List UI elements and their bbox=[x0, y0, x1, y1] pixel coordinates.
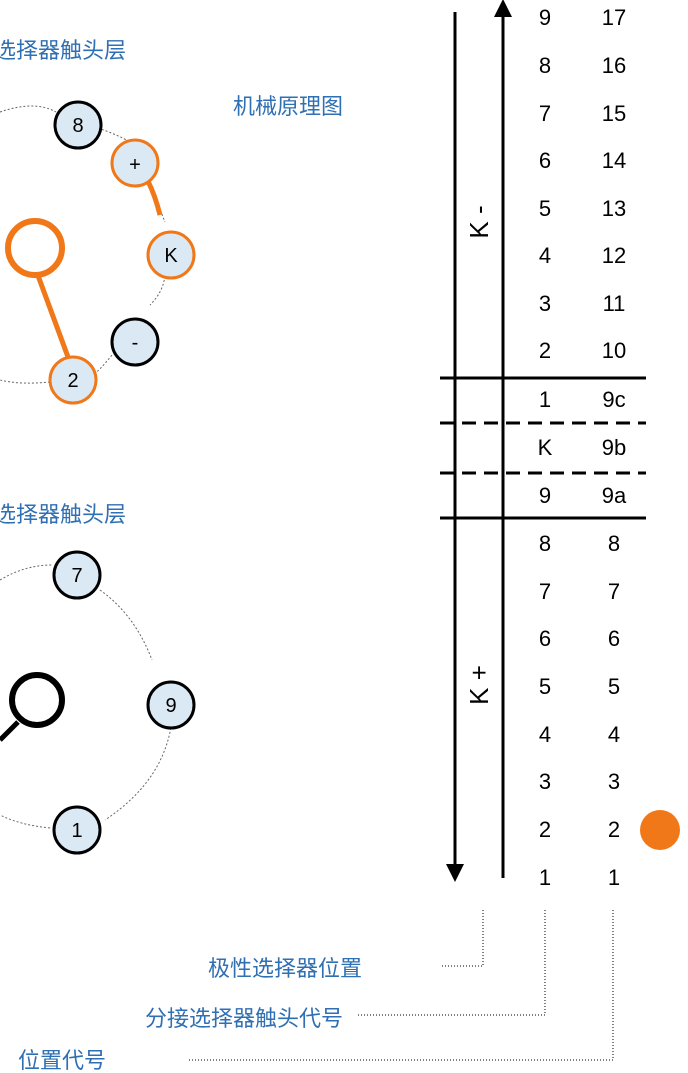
table-row: 6 14 bbox=[539, 148, 626, 173]
tap-selector-contact-code-label: 分接选择器触头代号 bbox=[145, 1007, 343, 1032]
lower-contact-9-label: 9 bbox=[165, 695, 176, 717]
contact-code-cell: 5 bbox=[539, 674, 551, 699]
table-row: 4 12 bbox=[539, 243, 626, 268]
contact-code-cell: 4 bbox=[539, 722, 551, 747]
contact-code-cell: 1 bbox=[539, 865, 551, 890]
upper-contact-minus-label: - bbox=[132, 332, 139, 354]
contact-code-cell: 8 bbox=[539, 53, 551, 78]
contact-code-cell: 2 bbox=[539, 817, 551, 842]
position-code-cell: 12 bbox=[602, 243, 626, 268]
leader-contact-code bbox=[358, 910, 546, 1016]
position-code-cell: 11 bbox=[603, 291, 626, 316]
table-row: 8 16 bbox=[539, 53, 626, 78]
lower-moving-contact-ring bbox=[9, 672, 65, 728]
position-code-cell: 5 bbox=[608, 674, 620, 699]
position-code-cell: 6 bbox=[608, 626, 620, 651]
position-code-cell: 1 bbox=[608, 865, 620, 890]
upper-contact-k-label: K bbox=[164, 245, 178, 267]
contact-code-cell: 9 bbox=[539, 5, 551, 30]
contact-code-cell: 2 bbox=[539, 338, 551, 363]
table-row: 5 13 bbox=[539, 196, 626, 221]
position-code-cell: 9c bbox=[602, 387, 625, 412]
contact-code-cell: 3 bbox=[539, 769, 551, 794]
position-code-label: 位置代号 bbox=[18, 1049, 106, 1073]
k-minus-label: K - bbox=[464, 205, 494, 238]
upper-moving-arm-lower bbox=[30, 261, 71, 358]
lower-contact-7-label: 7 bbox=[71, 565, 82, 587]
upper-contact-plus-label: + bbox=[129, 154, 141, 176]
leader-position-code bbox=[188, 910, 614, 1061]
contact-code-cell: 9 bbox=[539, 483, 551, 508]
contact-code-cell: 1 bbox=[539, 387, 551, 412]
lower-moving-contact-arm bbox=[0, 720, 20, 742]
position-code-cell: 14 bbox=[602, 148, 626, 173]
lower-contact-1: 1 bbox=[52, 805, 102, 855]
position-code-cell: 8 bbox=[608, 531, 620, 556]
contact-code-cell: 6 bbox=[539, 626, 551, 651]
upper-contact-2: 2 bbox=[48, 355, 98, 405]
position-code-cell: 16 bbox=[602, 53, 626, 78]
polarity-selector-position-label: 极性选择器位置 bbox=[208, 957, 362, 982]
table-row: K 9b bbox=[538, 435, 627, 460]
contact-code-cell: 7 bbox=[539, 101, 551, 126]
position-code-cell: 9a bbox=[602, 483, 627, 508]
lower-contact-1-label: 1 bbox=[71, 820, 82, 842]
mechanism-label: 机械原理图 bbox=[233, 95, 343, 120]
upper-contact-k: K bbox=[146, 230, 196, 280]
position-code-cell: 2 bbox=[608, 817, 620, 842]
position-code-cell: 17 bbox=[602, 5, 626, 30]
lower-contact-7: 7 bbox=[52, 550, 102, 600]
upper-layer-label: 选择器触头层 bbox=[0, 39, 126, 64]
contact-code-cell: 5 bbox=[539, 196, 551, 221]
position-code-cell: 7 bbox=[608, 579, 620, 604]
contact-code-cell: K bbox=[538, 435, 553, 460]
upper-contact-8: 8 bbox=[53, 100, 103, 150]
table-row: 3 11 bbox=[539, 291, 626, 316]
current-position-marker bbox=[640, 810, 680, 850]
upper-contact-plus: + bbox=[110, 138, 160, 188]
contact-code-cell: 7 bbox=[539, 579, 551, 604]
table-row: 9 9a bbox=[539, 483, 627, 508]
position-code-cell: 10 bbox=[602, 338, 626, 363]
position-code-cell: 3 bbox=[608, 769, 620, 794]
contact-code-cell: 4 bbox=[539, 243, 551, 268]
upper-moving-contact-ring bbox=[5, 218, 65, 278]
contact-code-cell: 6 bbox=[539, 148, 551, 173]
table-row: 9 17 bbox=[539, 5, 626, 30]
position-code-cell: 15 bbox=[602, 101, 626, 126]
upper-contact-2-label: 2 bbox=[67, 370, 78, 392]
upper-contact-8-label: 8 bbox=[72, 115, 83, 137]
k-plus-label: K + bbox=[464, 665, 494, 705]
position-code-cell: 4 bbox=[608, 722, 620, 747]
table-row: 2 10 bbox=[539, 338, 626, 363]
position-code-cell: 13 bbox=[602, 196, 626, 221]
position-code-cell: 9b bbox=[602, 435, 626, 460]
table-row: 1 9c bbox=[539, 387, 626, 412]
lower-layer-label: 选择器触头层 bbox=[0, 503, 126, 528]
contact-code-cell: 8 bbox=[539, 531, 551, 556]
upper-contact-minus: - bbox=[110, 317, 160, 367]
table-row: 7 15 bbox=[539, 101, 626, 126]
lower-contact-9: 9 bbox=[146, 680, 196, 730]
leader-polarity bbox=[442, 910, 484, 967]
contact-code-cell: 3 bbox=[539, 291, 551, 316]
